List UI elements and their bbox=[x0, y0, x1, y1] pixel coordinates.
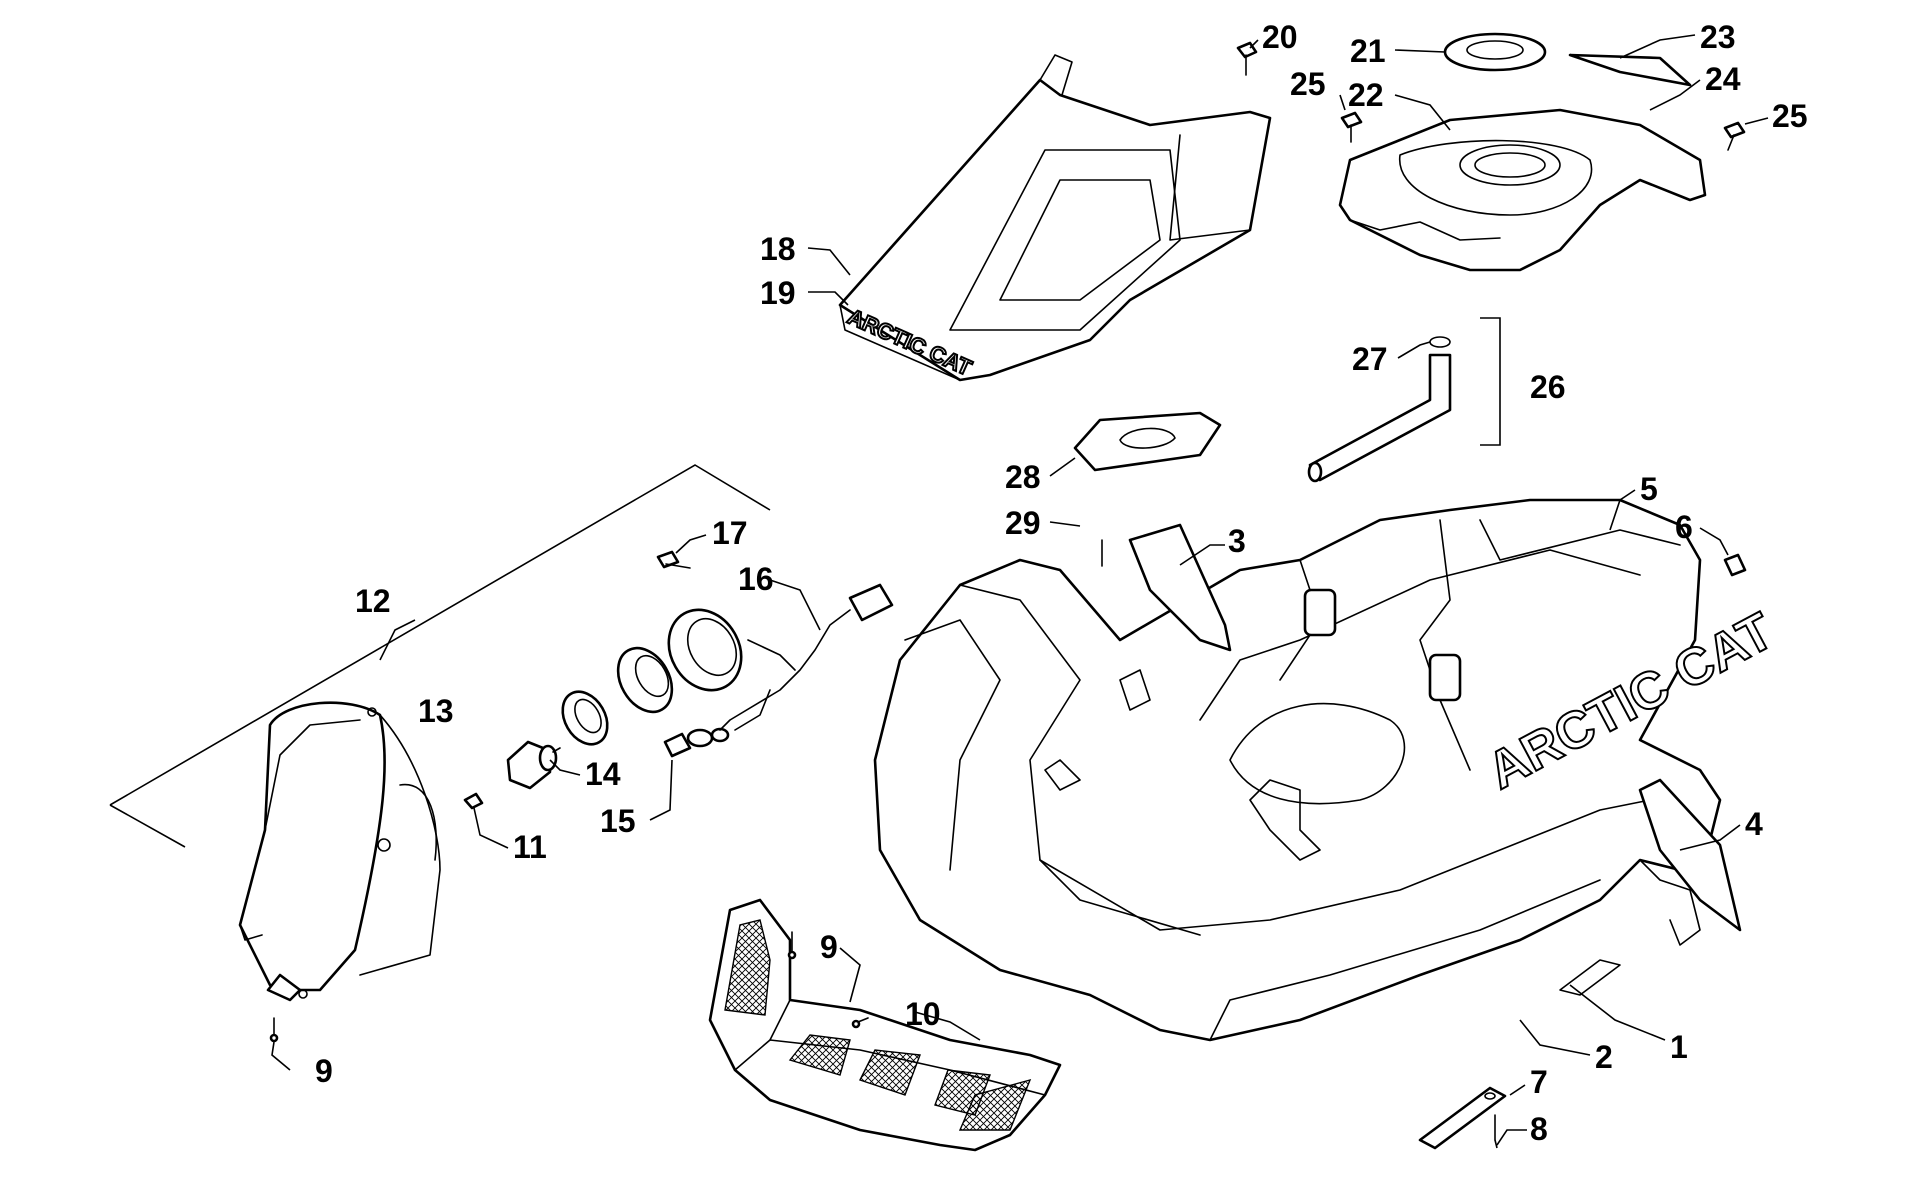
callout-16: 16 bbox=[738, 561, 774, 597]
seat-cover-part: ARCTIC CAT bbox=[838, 54, 1272, 382]
callout-19: 19 bbox=[760, 275, 796, 311]
screw-9a-part bbox=[787, 931, 869, 1029]
callout-29: 29 bbox=[1005, 505, 1041, 541]
callout-9b: 9 bbox=[315, 1053, 333, 1089]
callout-23: 23 bbox=[1700, 19, 1736, 55]
callout-4: 4 bbox=[1745, 806, 1763, 842]
callout-17: 17 bbox=[712, 515, 748, 551]
screw-25a-part bbox=[1340, 111, 1363, 143]
front-grille-part bbox=[708, 898, 1062, 1152]
callout-2: 2 bbox=[1595, 1039, 1613, 1075]
callout-6: 6 bbox=[1675, 509, 1693, 545]
callout-7: 7 bbox=[1530, 1064, 1548, 1100]
gas-cap-ring-part bbox=[1443, 32, 1547, 72]
callout-labels: 1 2 3 4 5 6 7 8 9 9 10 11 12 13 14 15 16… bbox=[315, 19, 1808, 1147]
screw-17-part bbox=[656, 550, 691, 569]
lamp-retainer-parts bbox=[561, 608, 743, 746]
callout-24: 24 bbox=[1705, 61, 1741, 97]
callout-18: 18 bbox=[760, 231, 796, 267]
clip-6-part bbox=[1723, 553, 1747, 577]
callout-28: 28 bbox=[1005, 459, 1041, 495]
callout-8: 8 bbox=[1530, 1111, 1548, 1147]
screw-20-part bbox=[1236, 41, 1258, 76]
screw-11-part bbox=[463, 792, 484, 810]
rack-pad-part bbox=[1073, 411, 1222, 567]
callout-20: 20 bbox=[1262, 19, 1298, 55]
bulb-socket-part bbox=[663, 727, 730, 758]
callout-12: 12 bbox=[355, 583, 391, 619]
screw-25b-part bbox=[1723, 121, 1746, 151]
callout-9a: 9 bbox=[820, 929, 838, 965]
callout-3: 3 bbox=[1228, 523, 1246, 559]
callout-5: 5 bbox=[1640, 471, 1658, 507]
decal-4-part bbox=[1638, 778, 1742, 932]
headlight-group-bracket bbox=[109, 464, 771, 806]
front-body-panel-part: ARCTIC CAT bbox=[873, 498, 1784, 1042]
wire-harness-part bbox=[719, 583, 894, 731]
callout-14: 14 bbox=[585, 756, 621, 792]
callout-22: 22 bbox=[1348, 77, 1384, 113]
decal-3-part bbox=[1128, 523, 1232, 652]
callout-13: 13 bbox=[418, 693, 454, 729]
screw-9b-part bbox=[269, 1017, 279, 1043]
leader-lines bbox=[271, 34, 1769, 1146]
tank-decal-part bbox=[1568, 53, 1692, 87]
headlight-bulb-part bbox=[506, 740, 561, 790]
callout-27: 27 bbox=[1352, 341, 1388, 377]
callout-10: 10 bbox=[905, 996, 941, 1032]
callout-25a: 25 bbox=[1290, 66, 1326, 102]
callout-15: 15 bbox=[600, 803, 636, 839]
tank-cover-part bbox=[1338, 108, 1707, 272]
callout-1: 1 bbox=[1670, 1029, 1688, 1065]
vent-tube-part bbox=[1307, 336, 1452, 483]
callout-25b: 25 bbox=[1772, 98, 1808, 134]
callout-26: 26 bbox=[1530, 369, 1566, 405]
callout-11: 11 bbox=[513, 829, 547, 865]
callout-21: 21 bbox=[1350, 33, 1386, 69]
bracket-7-part bbox=[1418, 1086, 1507, 1150]
headlight-housing-part bbox=[238, 701, 441, 1002]
